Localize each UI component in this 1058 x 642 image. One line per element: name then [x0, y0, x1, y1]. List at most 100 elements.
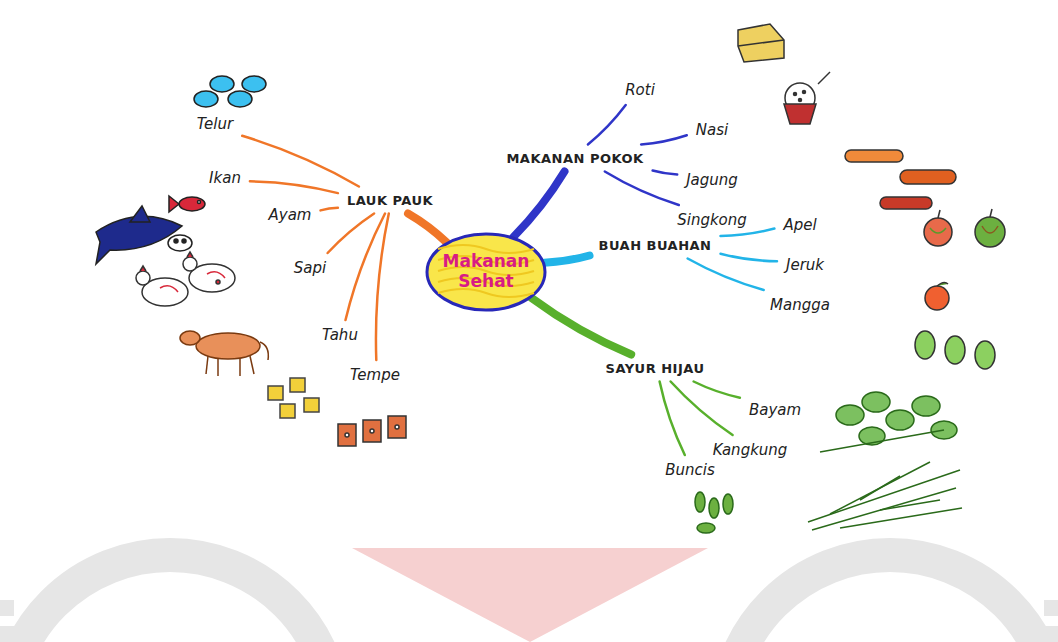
- tempe-drawing-part: [388, 416, 406, 438]
- bread-drawing: [738, 24, 784, 62]
- watermark-part: [1044, 626, 1058, 642]
- egg-drawing-part: [210, 76, 234, 92]
- tofu-drawing-part: [290, 378, 305, 392]
- leaf-label: Mangga: [764, 293, 836, 317]
- leaf-text: Sapi: [294, 259, 326, 277]
- main-branch: [513, 172, 564, 238]
- leaf-label: Tempe: [344, 363, 406, 387]
- fruit-drawing-part: [982, 226, 998, 233]
- sub-branch: [321, 208, 338, 211]
- sub-branch: [250, 181, 338, 193]
- cow-drawing-part: [217, 358, 219, 376]
- vegetable-drawing-part: [912, 396, 940, 416]
- watermark-part: [352, 548, 708, 642]
- main-branch: [408, 214, 447, 243]
- corn-cassava-drawing-part: [880, 197, 932, 209]
- sub-branch: [605, 172, 679, 206]
- leaf-text: Jagung: [686, 171, 738, 189]
- branch-label: LAUK PAUK: [341, 190, 439, 211]
- vegetable-drawing-part: [830, 462, 930, 514]
- tempe-drawing-part: [345, 433, 349, 437]
- sub-branch: [688, 259, 764, 291]
- tempe-drawing-part: [370, 429, 374, 433]
- tempe-drawing: [338, 416, 406, 446]
- branch-text: SAYUR HIJAU: [606, 361, 705, 376]
- fish-drawing: [96, 196, 205, 264]
- central-ellipse: Makanan Sehat: [424, 231, 548, 313]
- fish-drawing-part: [168, 235, 192, 251]
- branch-text: MAKANAN POKOK: [506, 151, 643, 166]
- tempe-drawing-part: [395, 425, 399, 429]
- chicken-drawing: [136, 252, 235, 306]
- leaf-label: Sapi: [288, 256, 332, 280]
- ellipse-shape: [427, 234, 545, 310]
- vegetable-drawing-part: [695, 492, 705, 512]
- leaf-label: Tahu: [316, 323, 364, 347]
- leaf-text: Kangkung: [713, 441, 788, 459]
- fish-drawing-part: [130, 206, 150, 222]
- chicken-drawing-part: [187, 252, 193, 257]
- fish-drawing-part: [169, 196, 179, 212]
- rice-drawing-part: [799, 99, 802, 102]
- vegetable-drawing-part: [860, 476, 900, 500]
- egg-drawing-part: [228, 91, 252, 107]
- fruit-drawing-part: [945, 336, 965, 364]
- tempe-drawing-part: [363, 420, 381, 442]
- leaf-text: Apel: [783, 216, 816, 234]
- vegetable-drawing-part: [812, 488, 956, 530]
- leaf-label: Singkong: [671, 208, 753, 232]
- fruit-drawing: [915, 209, 1005, 369]
- fruit-drawing-part: [938, 210, 940, 218]
- rice-drawing: [784, 72, 830, 124]
- leaf-text: Ikan: [209, 169, 241, 187]
- watermark-part: [1044, 600, 1058, 616]
- vegetable-drawing-part: [697, 523, 715, 533]
- chicken-drawing-part: [136, 271, 150, 285]
- fruit-drawing-part: [937, 282, 948, 286]
- chicken-drawing-part: [183, 257, 197, 271]
- branch-text: BUAH BUAHAN: [599, 238, 712, 253]
- watermark-part: [0, 600, 14, 616]
- fish-drawing-part: [174, 239, 178, 243]
- leaf-text: Buncis: [665, 461, 715, 479]
- cow-drawing-part: [250, 356, 254, 374]
- leaf-label: Apel: [777, 213, 822, 237]
- sub-branch: [641, 135, 687, 144]
- leaf-label: Ayam: [263, 203, 318, 227]
- main-branch: [531, 298, 631, 355]
- corn-cassava-drawing-part: [900, 170, 956, 184]
- tofu-drawing-part: [280, 404, 295, 418]
- cow-drawing-part: [206, 356, 208, 374]
- main-branch: [544, 256, 589, 263]
- vegetable-drawing-part: [723, 494, 733, 514]
- rice-drawing-part: [818, 72, 830, 84]
- vegetable-drawing-part: [709, 498, 719, 518]
- tofu-drawing-part: [304, 398, 319, 412]
- fruit-drawing-part: [975, 341, 995, 369]
- watermark: [0, 548, 1058, 642]
- fruit-drawing-part: [975, 217, 1005, 247]
- vegetable-drawing: [695, 392, 962, 533]
- egg-drawing-part: [242, 76, 266, 92]
- rice-drawing-part: [803, 91, 806, 94]
- tofu-drawing: [268, 378, 319, 418]
- central-title: Makanan Sehat: [438, 252, 534, 291]
- vegetable-drawing-part: [836, 405, 864, 425]
- branch-text: LAUK PAUK: [347, 193, 433, 208]
- branch-label: BUAH BUAHAN: [593, 235, 718, 256]
- tofu-drawing-part: [268, 386, 283, 400]
- fruit-drawing-part: [924, 218, 952, 246]
- leaf-text: Roti: [625, 81, 655, 99]
- leaf-label: Jeruk: [780, 253, 830, 277]
- fruit-drawing-part: [990, 209, 992, 217]
- leaf-label: Kangkung: [707, 438, 794, 462]
- vegetable-drawing-part: [862, 392, 890, 412]
- watermark-part: [0, 626, 14, 642]
- chicken-drawing-part: [216, 280, 220, 284]
- cow-drawing-part: [260, 342, 268, 360]
- bread-drawing-part: [738, 40, 784, 46]
- rice-drawing-part: [794, 93, 797, 96]
- leaf-text: Tahu: [322, 326, 358, 344]
